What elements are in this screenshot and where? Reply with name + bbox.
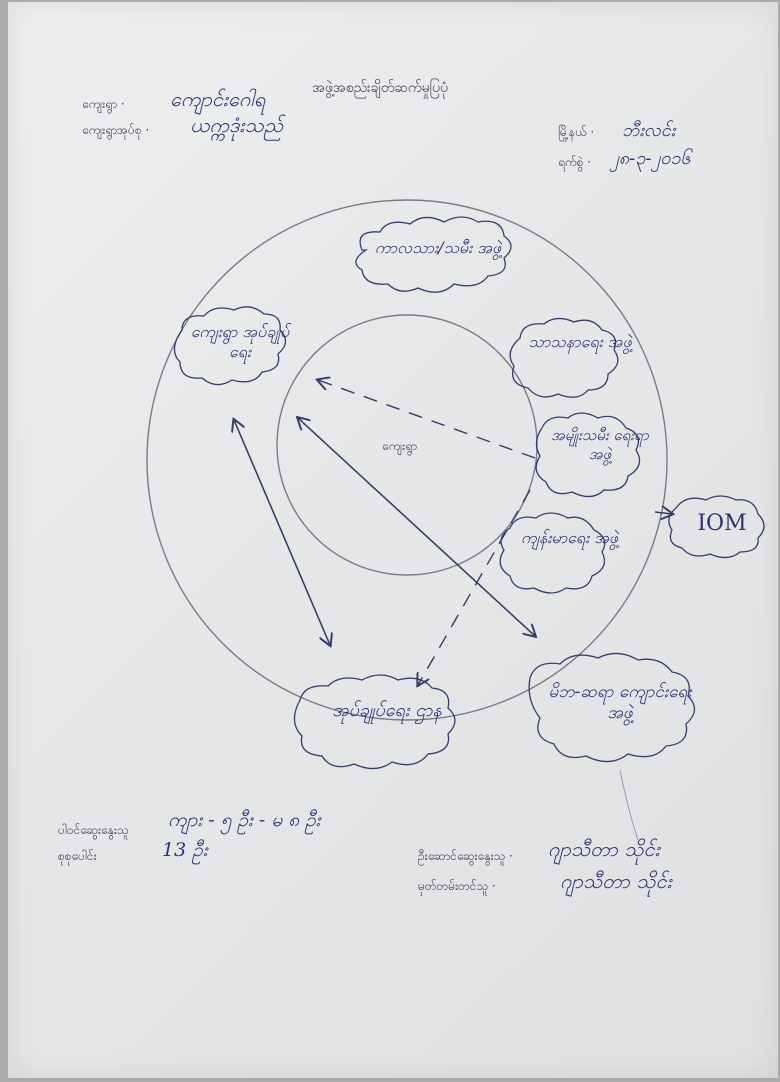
arrow-right-to-iom [654,512,672,514]
node-right-lower: ကျန်းမာရေး အဖွဲ့ [520,528,619,547]
cloud-bottom-right [528,652,696,763]
arrow-dashed-to-bottom [418,489,531,685]
township-label: မြို့နယ် · [558,125,595,139]
facilitator-value: ဂျာသီတာ သိုင်း [548,837,660,861]
village-group-label: ကျေးရွာအုပ်စု · [82,123,150,137]
recorder-value: ဂျာသီတာ သိုင်း [560,869,672,893]
paper-sheet [8,2,778,1078]
participants-value: ကျား - ၅ ဦး - မ ၈ ဦး [168,809,321,831]
node-upper-right: သာသနာရေး အဖွဲ့ [528,332,632,351]
village-value: ကျောင်းဂေါရ [170,87,266,111]
cloud-upper-left [173,306,287,386]
node-right-middle: အမျိုးသမီး ရေးရာအဖွဲ့ [551,426,649,463]
node-iom: IOM [697,511,747,536]
node-top: ကာလသား/သမီး အဖွဲ့ [374,238,502,257]
node-upper-left: ကျေးရွာ အုပ်ချုပ်ရေး [190,322,290,361]
cloud-bottom [293,674,456,770]
outer-circle [146,199,668,721]
arrow-bottom-right-to-center [298,418,536,637]
village-group-value: ယက္ကဒုံးသည် [190,113,284,137]
cloud-top [355,216,512,293]
cloud-upper-right [509,317,619,398]
recorder-label: မှတ်တမ်းတင်သူ · [418,879,496,893]
arrow-bottom-to-left [234,420,331,646]
village-label: ကျေးရွာ · [82,97,125,111]
cloud-right-lower [499,512,606,594]
participants-label: ပါဝင်ဆွေးနွေးသူ [58,823,129,837]
arrow-dashed-right-to-center [318,380,536,459]
cloud-right-middle [535,412,641,498]
township-value: ဘီးလင်း [622,120,676,141]
center-label: ကျေးရွာ [382,439,418,453]
date-label: ရက်စွဲ · [558,155,592,169]
cloud-tail [619,769,639,841]
total-value: 13 ဦး [162,839,208,861]
date-value: ၂၈-၃-၂၀၁၆ [610,148,691,169]
page-title: အဖွဲ့အစည်းချိတ်ဆက်မှုပြပုံ [312,80,448,96]
node-bottom: အုပ်ချုပ်ရေး ဌာန [332,700,442,721]
facilitator-label: ဦးဆောင်ဆွေးနွေးသူ · [418,849,513,863]
total-label: စုစုပေါင်း [58,849,97,863]
node-bottom-right: မိဘ-ဆရာ ကျောင်းရေး အဖွဲ့ [548,682,692,724]
cloud-iom [668,495,765,559]
